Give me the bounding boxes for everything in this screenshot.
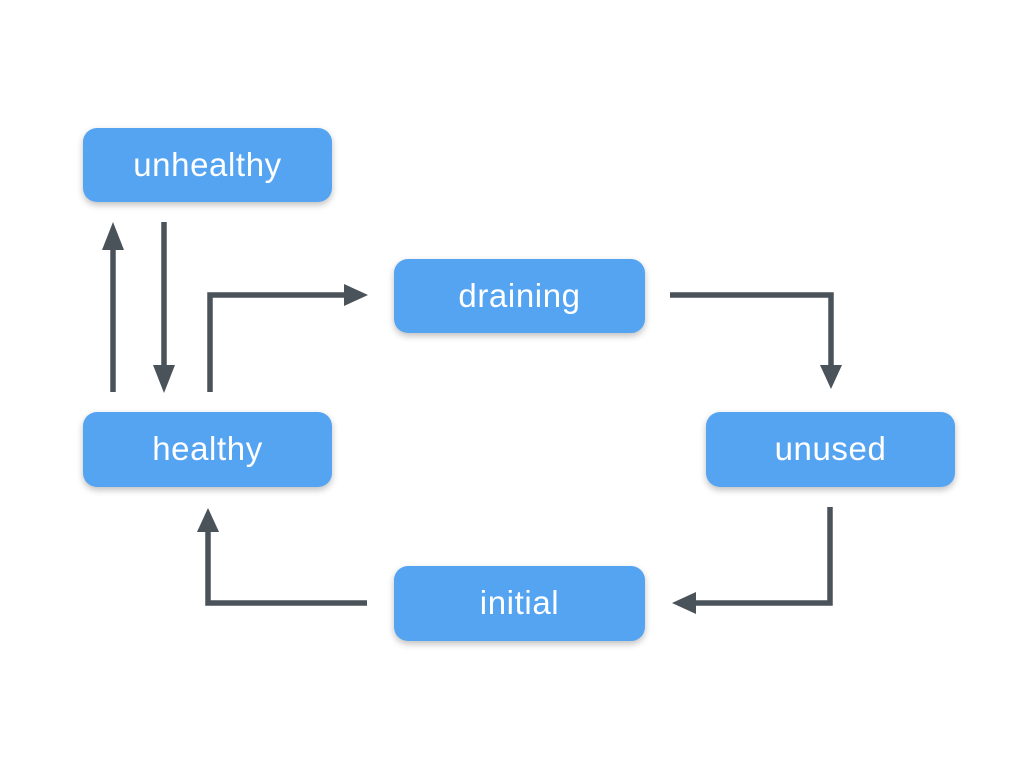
edge-draining-to-unused bbox=[670, 292, 842, 389]
edge-shaft bbox=[207, 292, 344, 392]
arrowhead-down-icon bbox=[820, 365, 842, 389]
state-node-healthy: healthy bbox=[83, 412, 332, 487]
state-label-unhealthy: unhealthy bbox=[133, 145, 282, 183]
state-label-initial: initial bbox=[479, 584, 560, 621]
edge-healthy-to-draining bbox=[207, 284, 368, 392]
state-node-initial: initial bbox=[394, 566, 645, 641]
state-label-unused: unused bbox=[774, 430, 887, 467]
edge-unhealthy-to-healthy bbox=[153, 222, 175, 393]
edge-shaft bbox=[696, 507, 833, 606]
edge-healthy-to-unhealthy bbox=[102, 222, 124, 392]
state-label-draining: draining bbox=[458, 276, 581, 314]
arrowhead-up-icon bbox=[197, 508, 219, 532]
arrowhead-up-icon bbox=[102, 222, 124, 250]
state-node-draining: draining bbox=[394, 259, 645, 333]
edge-unused-to-initial bbox=[672, 507, 833, 614]
state-label-healthy: healthy bbox=[152, 430, 263, 467]
arrowhead-down-icon bbox=[153, 365, 175, 393]
state-node-unused: unused bbox=[706, 412, 955, 487]
edge-initial-to-healthy bbox=[197, 508, 367, 606]
arrowhead-right-icon bbox=[344, 284, 368, 306]
state-node-unhealthy: unhealthy bbox=[83, 128, 332, 202]
edge-shaft bbox=[205, 532, 367, 606]
arrowhead-left-icon bbox=[672, 592, 696, 614]
edge-shaft bbox=[670, 292, 834, 365]
